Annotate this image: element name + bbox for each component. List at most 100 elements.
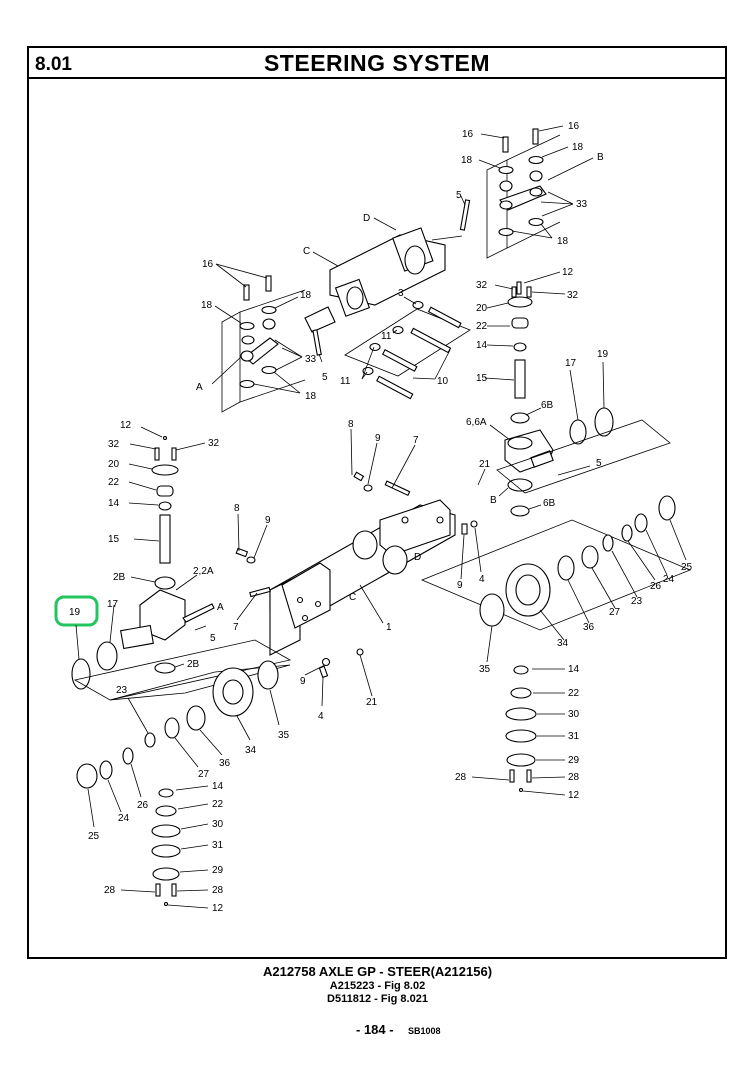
right-hub-group: 25 24 26 23 27 36 34 35 [420, 495, 693, 675]
callout-11-a: 11 [381, 331, 392, 342]
callout-27-left: 27 [198, 769, 210, 780]
callout-33-upper: 33 [576, 199, 588, 210]
callout-36-right: 36 [583, 622, 595, 633]
callout-16-a: 16 [462, 129, 474, 140]
assembly-title: A212758 AXLE GP - STEER(A212156) [262, 964, 493, 979]
callout-36-left: 36 [219, 758, 231, 769]
callout-30-left-lower: 30 [212, 819, 224, 830]
callout-31-right-lower: 31 [568, 731, 580, 742]
callout-35-left: 35 [278, 730, 290, 741]
callout-28-left-b: 28 [212, 885, 224, 896]
callout-32-left-a: 32 [108, 439, 120, 450]
callout-6-6a: 6,6A [466, 417, 487, 428]
callout-9-a: 9 [375, 433, 381, 444]
callout-9-c: 9 [457, 580, 463, 591]
callout-17-right: 17 [565, 358, 577, 369]
callout-9-d: 9 [300, 676, 306, 687]
right-lower-group: 14 22 30 31 29 28 28 12 [455, 664, 580, 801]
callout-18-c: 18 [557, 236, 569, 247]
callout-27-right: 27 [609, 607, 621, 618]
left-lower-group: 14 22 30 31 29 28 28 12 [104, 781, 224, 914]
callout-16-left: 16 [202, 259, 214, 270]
callout-2b-b: 2B [187, 659, 200, 670]
callout-33-left: 33 [305, 354, 317, 365]
callout-15-right: 15 [476, 373, 488, 384]
callout-35-right: 35 [479, 664, 491, 675]
axle-housing-group: C [303, 227, 463, 333]
callout-a-left: A [196, 382, 203, 393]
callout-22-left-lower: 22 [212, 799, 224, 810]
section-number: 8.01 [35, 54, 72, 75]
callout-14-left-lower: 14 [212, 781, 224, 792]
callout-6b-b: 6B [543, 498, 556, 509]
callout-34-right: 34 [557, 638, 569, 649]
callout-12-left-lower: 12 [212, 903, 224, 914]
callout-16-b: 16 [568, 121, 580, 132]
callout-26-right: 26 [650, 581, 662, 592]
callout-21-right: 21 [479, 459, 491, 470]
document-code: SB1008 [408, 1026, 441, 1036]
upper-linkage-group: 16 16 18 18 B 5 33 18 D [363, 121, 604, 259]
callout-c-beam: C [349, 592, 356, 603]
callout-23-right: 23 [631, 596, 643, 607]
callout-8-b: 8 [234, 503, 240, 514]
callout-22-left: 22 [108, 477, 120, 488]
callout-24-left: 24 [118, 813, 130, 824]
figure-reference-2: D511812 - Fig 8.021 [327, 993, 428, 1005]
callout-18-left-c: 18 [305, 391, 317, 402]
callout-11-b: 11 [340, 376, 351, 387]
left-hub-group: 23 35 36 34 27 26 24 25 [73, 639, 292, 842]
callout-5-right: 5 [596, 458, 602, 469]
callout-22-right-lower: 22 [568, 688, 580, 699]
callout-29-left-lower: 29 [212, 865, 224, 876]
callout-12-right: 12 [562, 267, 574, 278]
callout-19-right: 19 [597, 349, 609, 360]
callout-b-upper: B [597, 152, 604, 163]
callout-24-right: 24 [663, 574, 675, 585]
callout-12-left: 12 [120, 420, 132, 431]
callout-14-left: 14 [108, 498, 120, 509]
callout-8-a: 8 [348, 419, 354, 430]
callout-32-right-b: 32 [567, 290, 579, 301]
callout-26-left: 26 [137, 800, 149, 811]
callout-5-lower: 5 [210, 633, 216, 644]
callout-32-left-b: 32 [208, 438, 220, 449]
left-linkage-group: 16 18 18 33 5 A 18 [196, 259, 328, 413]
callout-17-left: 17 [107, 599, 119, 610]
callout-31-left-lower: 31 [212, 840, 224, 851]
callout-5-left: 5 [322, 372, 328, 383]
callout-28-right-a: 28 [455, 772, 467, 783]
callout-14-right-lower: 14 [568, 664, 580, 675]
callout-29-right-lower: 29 [568, 755, 580, 766]
callout-d-beam: D [414, 552, 421, 563]
callout-7-b: 7 [233, 622, 239, 633]
callout-c-top: C [303, 246, 310, 257]
callout-20-left: 20 [108, 459, 120, 470]
callout-32-right-a: 32 [476, 280, 488, 291]
callout-18-left-b: 18 [300, 290, 312, 301]
callout-14-right: 14 [476, 340, 488, 351]
callout-23-left: 23 [116, 685, 128, 696]
callout-7-a: 7 [413, 435, 419, 446]
callout-d-upper: D [363, 213, 370, 224]
callout-2b-a: 2B [113, 572, 126, 583]
page-number: - 184 - [356, 1022, 394, 1037]
callout-18-b: 18 [572, 142, 584, 153]
callout-19-left: 19 [69, 607, 81, 618]
callout-22-right: 22 [476, 321, 488, 332]
callout-9-b: 9 [265, 515, 271, 526]
callout-25-left: 25 [88, 831, 100, 842]
figure-reference-1: A215223 - Fig 8.02 [329, 980, 426, 992]
callout-25-right: 25 [681, 562, 693, 573]
highlighted-callout-19[interactable]: 19 [54, 595, 99, 660]
highlight-box [54, 595, 99, 627]
callout-20-right: 20 [476, 303, 488, 314]
callout-10: 10 [437, 376, 449, 387]
callout-a-lower: A [217, 602, 224, 613]
callout-34-left: 34 [245, 745, 257, 756]
callout-28-right-b: 28 [568, 772, 580, 783]
callout-5-upper: 5 [456, 190, 462, 201]
callout-b-right: B [490, 495, 497, 506]
callout-21-beam: 21 [366, 697, 378, 708]
